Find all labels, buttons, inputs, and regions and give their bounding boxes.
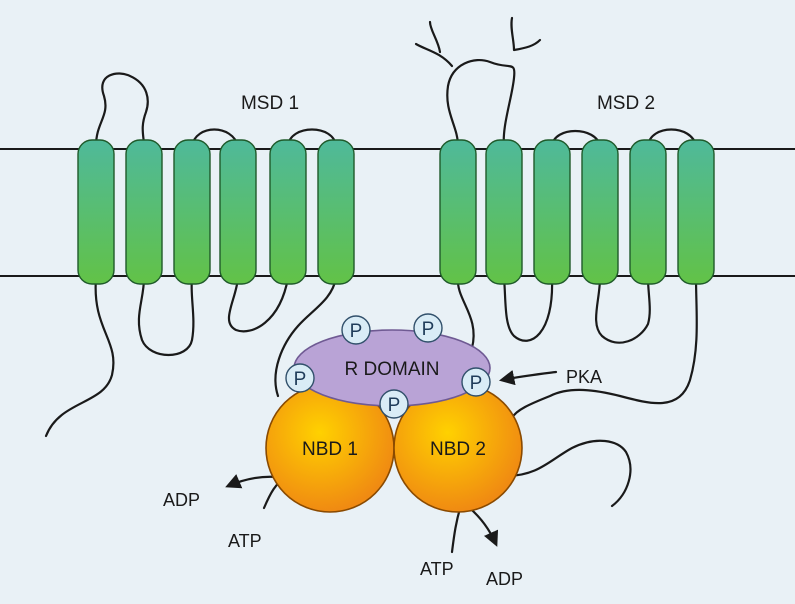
- phospho-label: P: [470, 373, 483, 394]
- phospho-circle: [285, 363, 315, 393]
- loop-ecl1: [94, 72, 149, 148]
- nbd2-label: NBD 2: [430, 439, 486, 460]
- msd1-helix-3: [173, 139, 211, 285]
- glycan-right: [510, 16, 542, 52]
- phospho-circle: [413, 313, 443, 343]
- phospho-circle: [461, 367, 491, 397]
- phospho-circle: [341, 315, 371, 345]
- msd1-helix-6: [317, 139, 355, 285]
- c-terminus: [504, 439, 632, 508]
- msd2-helix-6: [677, 139, 715, 285]
- atp-bottom-label: ATP: [420, 559, 454, 579]
- loop-c-tail: [510, 276, 698, 420]
- phospho-label: P: [422, 319, 435, 340]
- msd2-helix-3: [533, 139, 571, 285]
- msd1-helix-1: [77, 139, 115, 285]
- phospho-site-2: P: [413, 313, 443, 343]
- adp-left-label: ADP: [163, 490, 200, 510]
- phospho-label: P: [350, 321, 363, 342]
- atp-left-label: ATP: [228, 531, 262, 551]
- msd2-helix-2: [485, 139, 523, 285]
- msd1-helix-2: [125, 139, 163, 285]
- adp-bottom-label: ADP: [486, 569, 523, 589]
- loop-ecl4: [446, 59, 516, 148]
- loop-icl3: [502, 276, 554, 342]
- msd1-helix-5: [269, 139, 307, 285]
- msd2-helix-5: [629, 139, 667, 285]
- glycan-left: [414, 20, 454, 68]
- phospho-label: P: [294, 369, 307, 390]
- pka-arrow: [498, 370, 558, 386]
- phospho-site-3: P: [285, 363, 315, 393]
- phospho-circle: [379, 389, 409, 419]
- linker-msd1-nbd1: [274, 276, 338, 398]
- phospho-site-5: P: [379, 389, 409, 419]
- msd2-helix-4: [581, 139, 619, 285]
- phospho-site-1: P: [341, 315, 371, 345]
- loop-icl1: [137, 276, 195, 356]
- n-terminus: [44, 276, 115, 438]
- pka-label: PKA: [566, 367, 602, 387]
- nbd1-label: NBD 1: [302, 439, 358, 460]
- msd1-label: MSD 1: [241, 93, 299, 114]
- msd2-label: MSD 2: [597, 93, 655, 114]
- phospho-label: P: [388, 395, 401, 416]
- phosphorylation-sites: P P P P P: [285, 313, 491, 419]
- loop-icl4: [595, 276, 651, 344]
- loop-icl2: [227, 276, 290, 333]
- msd1-helix-4: [219, 139, 257, 285]
- r-domain-label: R DOMAIN: [345, 359, 440, 380]
- phospho-site-4: P: [461, 367, 491, 397]
- transmembrane-helices: [77, 139, 715, 285]
- msd2-helix-1: [439, 139, 477, 285]
